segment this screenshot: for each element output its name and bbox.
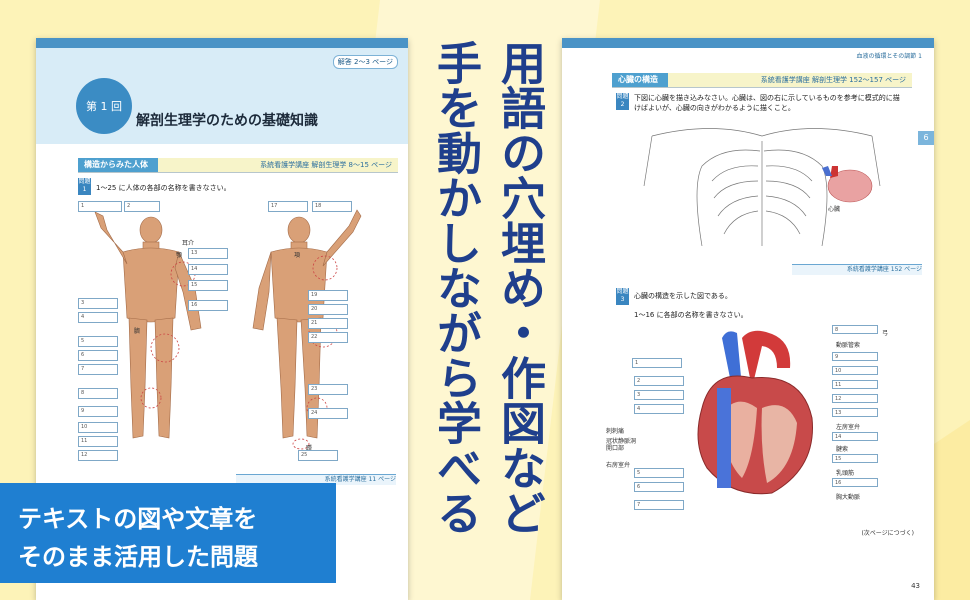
- answer-box[interactable]: 6: [634, 482, 684, 492]
- callout-line-1: テキストの図や文章を: [18, 505, 258, 533]
- section-label: 心臓の構造: [612, 73, 668, 87]
- answer-box[interactable]: 9: [832, 352, 878, 361]
- answer-box[interactable]: 2: [124, 201, 160, 212]
- section-header: 構造からみた人体 系統看護学講座 解剖生理学 8〜15 ページ: [78, 158, 398, 173]
- label-papillary: 乳頭筋: [836, 470, 855, 477]
- answer-box[interactable]: 19: [308, 290, 348, 301]
- answer-box[interactable]: 12: [832, 394, 878, 403]
- answer-box[interactable]: 11: [832, 380, 878, 389]
- lesson-title: 解剖生理学のための基礎知識: [136, 113, 318, 129]
- answer-box[interactable]: 8: [832, 325, 878, 334]
- label-arch: 弓: [882, 330, 889, 337]
- page-number: 43: [911, 582, 920, 590]
- label-jaw: 顎: [176, 252, 183, 259]
- answer-box[interactable]: 21: [308, 318, 348, 329]
- question-subtext: 1〜16 に各部の名称を書きなさい。: [634, 311, 748, 319]
- answer-box[interactable]: 8: [78, 388, 118, 399]
- answer-box[interactable]: 1: [78, 201, 122, 212]
- label-chordae: 腱索: [836, 446, 849, 453]
- answer-box[interactable]: 15: [832, 454, 878, 463]
- heart-cross-section-illustration: [697, 330, 813, 495]
- left-page-topbar: [36, 38, 408, 48]
- answer-box[interactable]: 14: [832, 432, 878, 441]
- question-text: 下図に心臓を描き込みなさい。心臓は、図の右に示しているものを参考に模式的に描けば…: [634, 94, 900, 112]
- lesson-number-badge: 第 1 回: [76, 78, 132, 134]
- feature-callout-box: テキストの図や文章を そのまま活用した問題: [0, 483, 336, 583]
- answer-box[interactable]: 10: [832, 366, 878, 375]
- left-workbook-page: 解答 2〜3 ページ 第 1 回 解剖生理学のための基礎知識 構造からみた人体 …: [36, 38, 408, 600]
- answer-box[interactable]: 7: [634, 500, 684, 510]
- answer-box[interactable]: 18: [312, 201, 352, 212]
- answer-box[interactable]: 14: [188, 264, 228, 275]
- question-number: 問題 1: [78, 178, 91, 195]
- section-reference: 系統看護学講座 解剖生理学 8〜15 ページ: [260, 161, 392, 169]
- right-workbook-page: 血液の循環とその調節 1 6 心臓の構造 系統看護学講座 解剖生理学 152〜1…: [562, 38, 934, 600]
- answer-box[interactable]: 16: [832, 478, 878, 487]
- question-text: 心臓の構造を示した図である。: [634, 292, 732, 300]
- label-mitral: 左房室弁: [836, 424, 861, 431]
- ribcage-drawing-area: [643, 128, 881, 247]
- answer-box[interactable]: 20: [308, 304, 348, 315]
- section-reference: 系統看護学講座 解剖生理学 152〜157 ページ: [760, 76, 906, 84]
- label-heel: 踵: [306, 445, 313, 452]
- headline-column-1: 用語の穴埋め・作図など: [493, 40, 546, 535]
- answer-box[interactable]: 7: [78, 364, 118, 375]
- question-number: 問題 3: [616, 288, 629, 305]
- answer-box[interactable]: 13: [188, 248, 228, 259]
- question-number: 問題 2: [616, 93, 629, 110]
- answer-box[interactable]: 2: [634, 376, 684, 386]
- headline-column-2: 手を動かしながら学べる: [429, 40, 482, 535]
- label-thoracic-aorta: 胸大動脈: [836, 494, 861, 501]
- answer-box[interactable]: 15: [188, 280, 228, 291]
- question-text: 1〜25 に人体の各部の名称を書きなさい。: [96, 184, 231, 192]
- continued-note: (次ページにつづく): [861, 530, 914, 537]
- answer-box[interactable]: 10: [78, 422, 118, 433]
- answer-box[interactable]: 6: [78, 350, 118, 361]
- answer-box[interactable]: 5: [78, 336, 118, 347]
- answer-box[interactable]: 13: [832, 408, 878, 417]
- answer-box[interactable]: 3: [634, 390, 684, 400]
- chapter-header: 血液の循環とその調節 1: [856, 53, 922, 60]
- answer-box[interactable]: 5: [634, 468, 684, 478]
- callout-line-2: そのまま活用した問題: [18, 543, 258, 571]
- label-navel: 臍: [134, 328, 141, 335]
- answer-box[interactable]: 11: [78, 436, 118, 447]
- label-nape: 項: [294, 252, 301, 259]
- page-reference-band: 系統看護学講座 11 ページ: [236, 474, 396, 485]
- answer-box[interactable]: 3: [78, 298, 118, 309]
- answer-box[interactable]: 25: [298, 450, 338, 461]
- answer-box[interactable]: 1: [632, 358, 682, 368]
- answer-box[interactable]: 24: [308, 408, 348, 419]
- answer-box[interactable]: 23: [308, 384, 348, 395]
- label-auricle: 耳介: [182, 240, 195, 247]
- answer-box[interactable]: 4: [78, 312, 118, 323]
- answer-box[interactable]: 16: [188, 300, 228, 311]
- label-ligamentum: 動脈管索: [836, 342, 861, 349]
- answer-box[interactable]: 4: [634, 404, 684, 414]
- answer-box[interactable]: 17: [268, 201, 308, 212]
- answer-box[interactable]: 9: [78, 406, 118, 417]
- section-header: 心臓の構造 系統看護学講座 解剖生理学 152〜157 ページ: [612, 73, 912, 88]
- section-label: 構造からみた人体: [78, 158, 158, 172]
- label-coronary: 刺刺痛: [606, 428, 625, 435]
- label-tricuspid: 右房室弁: [606, 462, 631, 469]
- answer-page-tag: 解答 2〜3 ページ: [332, 55, 398, 69]
- page-reference-band: 系統看護学講座 152 ページ: [792, 264, 922, 275]
- heart-label: 心臓: [828, 206, 841, 213]
- chapter-tab: 6: [918, 131, 934, 145]
- answer-box[interactable]: 22: [308, 332, 348, 343]
- label-coronary-sinus: 冠状静脈洞 開口部: [606, 438, 637, 452]
- right-page-topbar: [562, 38, 934, 48]
- answer-box[interactable]: 12: [78, 450, 118, 461]
